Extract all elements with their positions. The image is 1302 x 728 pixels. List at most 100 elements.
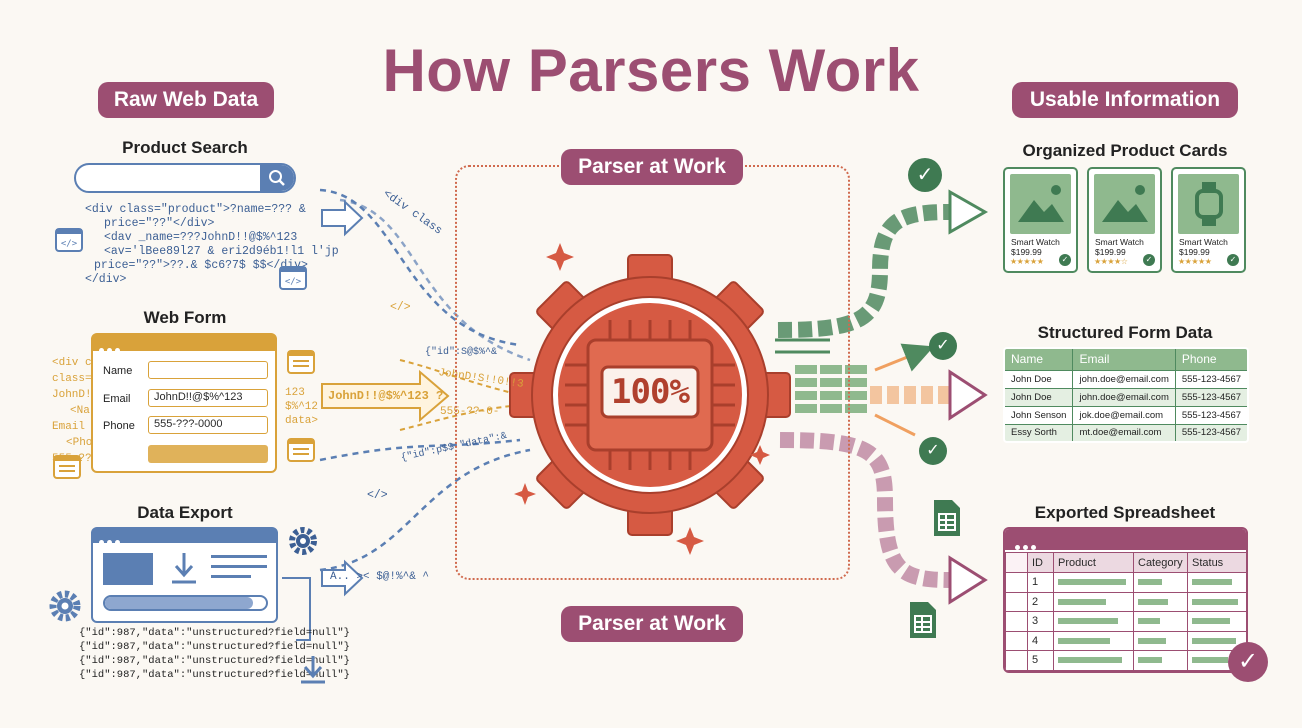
column-header: Name xyxy=(1005,349,1074,370)
gear-small-icon xyxy=(49,590,81,622)
name-label: Name xyxy=(103,365,133,377)
product-name: Smart Watch xyxy=(1011,237,1060,247)
parser-at-work-bottom-label: Parser at Work xyxy=(561,606,743,642)
raw-code-line: price="??"</div> xyxy=(104,217,215,230)
mountain-image-icon xyxy=(1102,185,1148,222)
column-header: Email xyxy=(1072,349,1176,370)
raw-code-line: price="??">??.& $c6?7$ $$</div> xyxy=(94,259,308,272)
watch-icon xyxy=(1195,182,1223,226)
rating-stars: ★★★★★ xyxy=(1178,257,1212,266)
email-field[interactable]: JohnD!!@$%^123 xyxy=(148,389,268,407)
table-row: 5 xyxy=(1005,650,1246,671)
code-window-icon: </> xyxy=(279,266,307,290)
json-line: {"id":987,"data":"unstructured?field=nul… xyxy=(79,627,350,639)
raw-code-line: </div> xyxy=(85,273,127,286)
phone-label: Phone xyxy=(103,420,135,432)
stream-snippet: A.. >< $@!%^& ^ xyxy=(330,571,430,583)
check-icon: ✓ xyxy=(919,437,947,465)
exported-spreadsheet-window: ID Product Category Status 1 2 3 4 5 xyxy=(1003,527,1248,673)
stream-snippet: {"id":S@$%^& xyxy=(425,347,498,358)
check-icon: ✓ xyxy=(1228,642,1268,682)
mauve-arrow-sheet xyxy=(779,432,951,588)
check-icon: ✓ xyxy=(1143,254,1155,266)
json-line: {"id":987,"data":"unstructured?field=nul… xyxy=(79,669,350,681)
download-icon xyxy=(172,553,196,584)
sparkle-icons xyxy=(514,243,770,555)
stream-snippet: JohnD!!@$%^123 ? xyxy=(328,389,444,403)
blue-arrow-top xyxy=(321,199,364,237)
rating-stars: ★★★★★ xyxy=(1010,257,1044,266)
search-icon xyxy=(269,170,285,186)
code-window-icon: </> xyxy=(55,228,83,252)
json-line: {"id":987,"data":"unstructured?field=nul… xyxy=(79,641,350,653)
svg-text:</>: </> xyxy=(61,239,78,249)
table-row: 4 xyxy=(1005,630,1246,651)
web-form-heading: Web Form xyxy=(143,308,227,327)
product-price: $199.99 xyxy=(1095,247,1126,257)
page-title: How Parsers Work xyxy=(382,37,920,104)
column-header: ID xyxy=(1027,552,1054,573)
column-header: Status xyxy=(1187,552,1246,573)
table-row: 2 xyxy=(1005,591,1246,612)
output-grid-tiles xyxy=(795,365,867,413)
column-header: Product xyxy=(1053,552,1134,573)
column-header: Category xyxy=(1133,552,1188,573)
product-search-heading: Product Search xyxy=(122,138,248,157)
list-doc-icon xyxy=(287,350,315,374)
column-header: Phone xyxy=(1175,349,1248,370)
product-price: $199.99 xyxy=(1179,247,1210,257)
gear-icon xyxy=(509,254,791,536)
rating-stars: ★★★★☆ xyxy=(1094,257,1128,266)
raw-code-line: <av='lBee89l27 & eri2d9éb1!l1 l'jp xyxy=(104,245,339,258)
product-card[interactable]: Smart Watch $199.99 ★★★★☆ ✓ xyxy=(1087,167,1162,273)
check-icon: ✓ xyxy=(1227,254,1239,266)
product-price: $199.99 xyxy=(1011,247,1042,257)
product-card[interactable]: Smart Watch $199.99 ★★★★★ ✓ xyxy=(1171,167,1246,273)
product-cards-heading: Organized Product Cards xyxy=(1022,141,1228,160)
phone-field[interactable]: 555-???-0000 xyxy=(148,416,268,434)
mountain-image-icon xyxy=(1018,185,1064,222)
web-form-window: Name Email JohnD!!@$%^123 Phone 555-???-… xyxy=(91,333,277,473)
form-right-code: 123 $%^12 data> xyxy=(285,387,319,427)
parser-at-work-top-label: Parser at Work xyxy=(561,149,743,185)
data-export-window xyxy=(91,527,278,623)
table-row: 3 xyxy=(1005,611,1246,632)
raw-code-line: <dav _name=???JohnD!!@$%^123 xyxy=(104,231,298,244)
data-export-heading: Data Export xyxy=(137,503,233,522)
search-input[interactable] xyxy=(74,163,296,193)
product-name: Smart Watch xyxy=(1179,237,1228,247)
email-label: Email xyxy=(103,393,131,405)
list-doc-icon xyxy=(53,455,81,479)
svg-text:</>: </> xyxy=(285,277,302,287)
stream-tag: </> xyxy=(367,489,388,502)
stream-snippet: 555-??-0- xyxy=(440,406,500,418)
raw-web-data-badge: Raw Web Data xyxy=(98,82,274,118)
orange-arrow xyxy=(321,369,450,423)
usable-information-badge: Usable Information xyxy=(1012,82,1238,118)
raw-code-line: <div class="product">?name=??? & xyxy=(85,203,306,216)
check-icon: ✓ xyxy=(908,158,942,192)
blue-arrow-bottom xyxy=(321,559,364,597)
check-icon: ✓ xyxy=(1059,254,1071,266)
green-arrow-cards xyxy=(777,204,951,338)
search-button[interactable] xyxy=(260,165,294,191)
spreadsheet-heading: Exported Spreadsheet xyxy=(1034,503,1216,522)
spreadsheet-file-icon xyxy=(910,602,936,638)
table-row: 1 xyxy=(1005,572,1246,593)
check-icon: ✓ xyxy=(929,332,957,360)
gear-small-icon xyxy=(289,527,317,555)
progress-bar xyxy=(103,595,268,611)
product-card[interactable]: Smart Watch $199.99 ★★★★★ ✓ xyxy=(1003,167,1078,273)
json-line: {"id":987,"data":"unstructured?field=nul… xyxy=(79,655,350,667)
progress-readout: 100% xyxy=(611,372,690,412)
download-icon xyxy=(301,656,325,684)
stream-tag: </> xyxy=(390,301,411,314)
submit-button[interactable] xyxy=(148,445,268,463)
name-field[interactable] xyxy=(148,361,268,379)
